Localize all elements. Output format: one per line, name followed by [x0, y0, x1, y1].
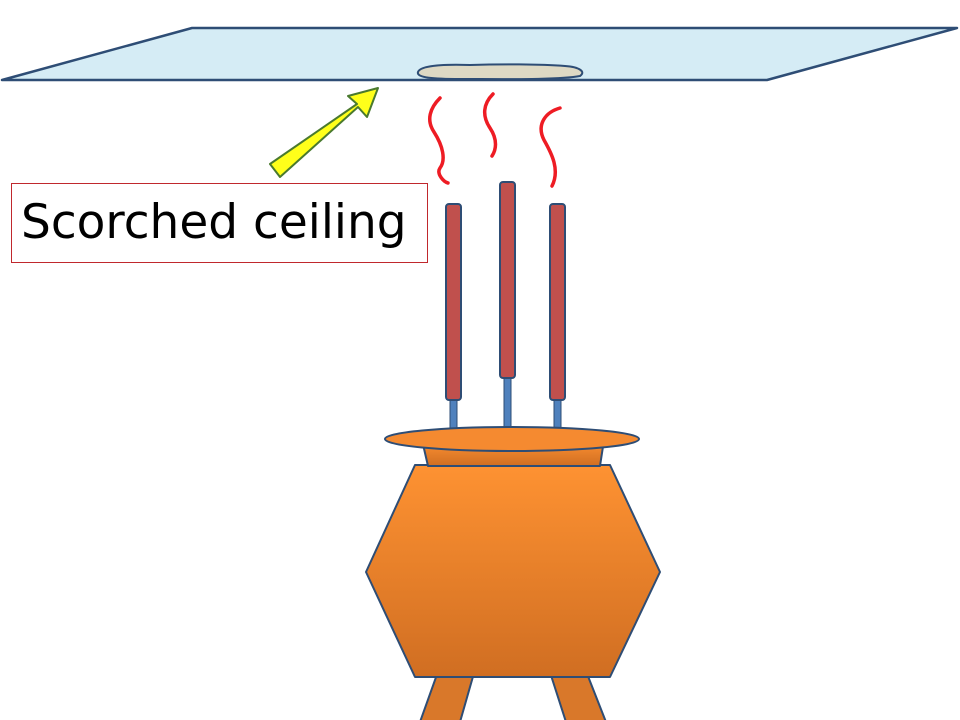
scorch-mark: [416, 63, 584, 81]
scorched-ceiling-label: Scorched ceiling: [21, 195, 407, 250]
ceiling: [0, 26, 959, 82]
smoke-wisp-left: [428, 96, 450, 185]
pot-rim: [384, 426, 640, 452]
label-box: Scorched ceiling: [11, 183, 428, 263]
incense-pot: [365, 426, 661, 720]
pot-body: [365, 464, 661, 678]
smoke-wisps: [428, 92, 562, 188]
incense-sticks: [445, 181, 566, 434]
smoke-wisp-middle: [483, 92, 498, 158]
incense-stick-right: [549, 203, 566, 434]
arrow-icon: [269, 87, 379, 178]
incense-stick-middle: [499, 181, 516, 432]
incense-stick-left: [445, 203, 462, 434]
smoke-wisp-right: [539, 106, 562, 188]
